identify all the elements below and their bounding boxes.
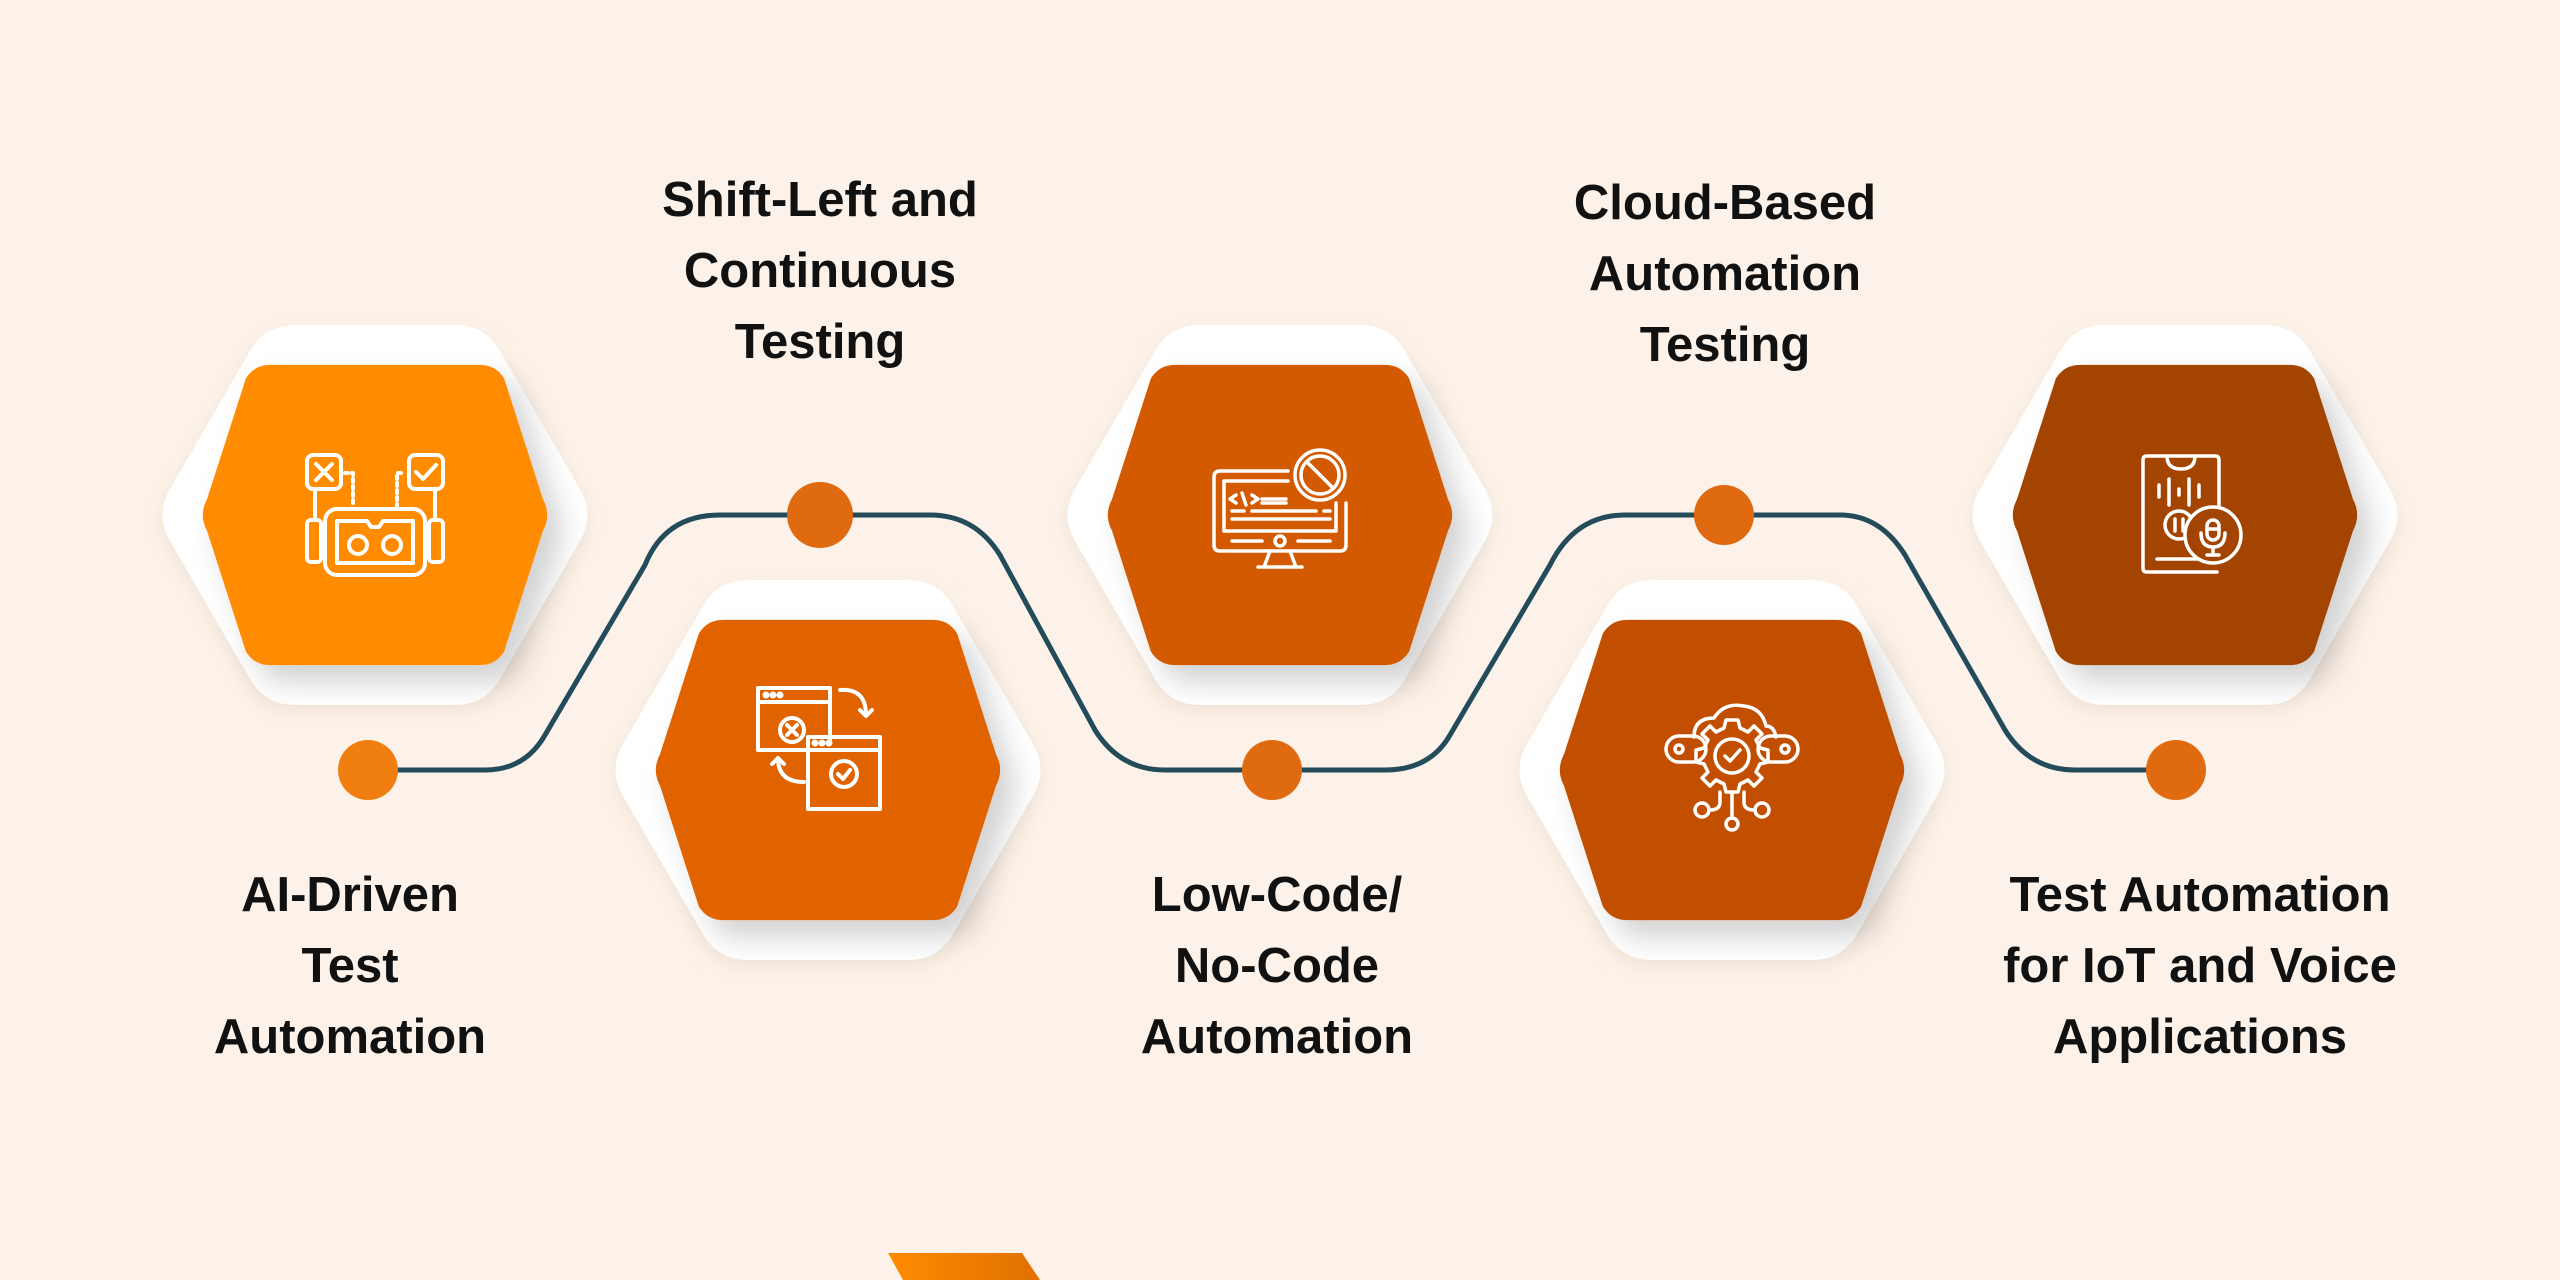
timeline-dot-5 xyxy=(2146,740,2206,800)
timeline-dot-3 xyxy=(1242,740,1302,800)
browser-cycle-icon xyxy=(756,686,882,811)
timeline-dot-2 xyxy=(787,482,853,548)
timeline-connector xyxy=(368,512,2175,773)
step-label-low-code: Low-Code/ No-Code Automation xyxy=(1140,868,1414,1064)
step-label-shift-left: Shift-Left and Continuous Testing xyxy=(662,173,978,369)
step-label-cloud-based: Cloud-Based Automation Testing xyxy=(1573,176,1877,372)
hexagon-ai-driven xyxy=(162,325,588,705)
step-label-iot-voice: Test Automation for IoT and Voice Applic… xyxy=(2003,868,2397,1064)
step-label-ai-driven: AI-Driven Test Automation xyxy=(213,868,487,1064)
hexagon-cloud-based xyxy=(1519,580,1945,960)
hexagon-low-code xyxy=(1067,325,1493,705)
timeline-dot-1 xyxy=(338,740,398,800)
decorative-bottom-shape xyxy=(888,1253,1040,1280)
timeline-dot-4 xyxy=(1694,485,1754,545)
robot-test-icon xyxy=(305,453,445,577)
monitor-no-code-icon xyxy=(1212,448,1348,569)
cloud-gear-icon xyxy=(1664,703,1800,832)
hexagon-shift-left xyxy=(615,580,1041,960)
phone-voice-icon xyxy=(2141,454,2243,574)
hexagon-iot-voice xyxy=(1972,325,2398,705)
